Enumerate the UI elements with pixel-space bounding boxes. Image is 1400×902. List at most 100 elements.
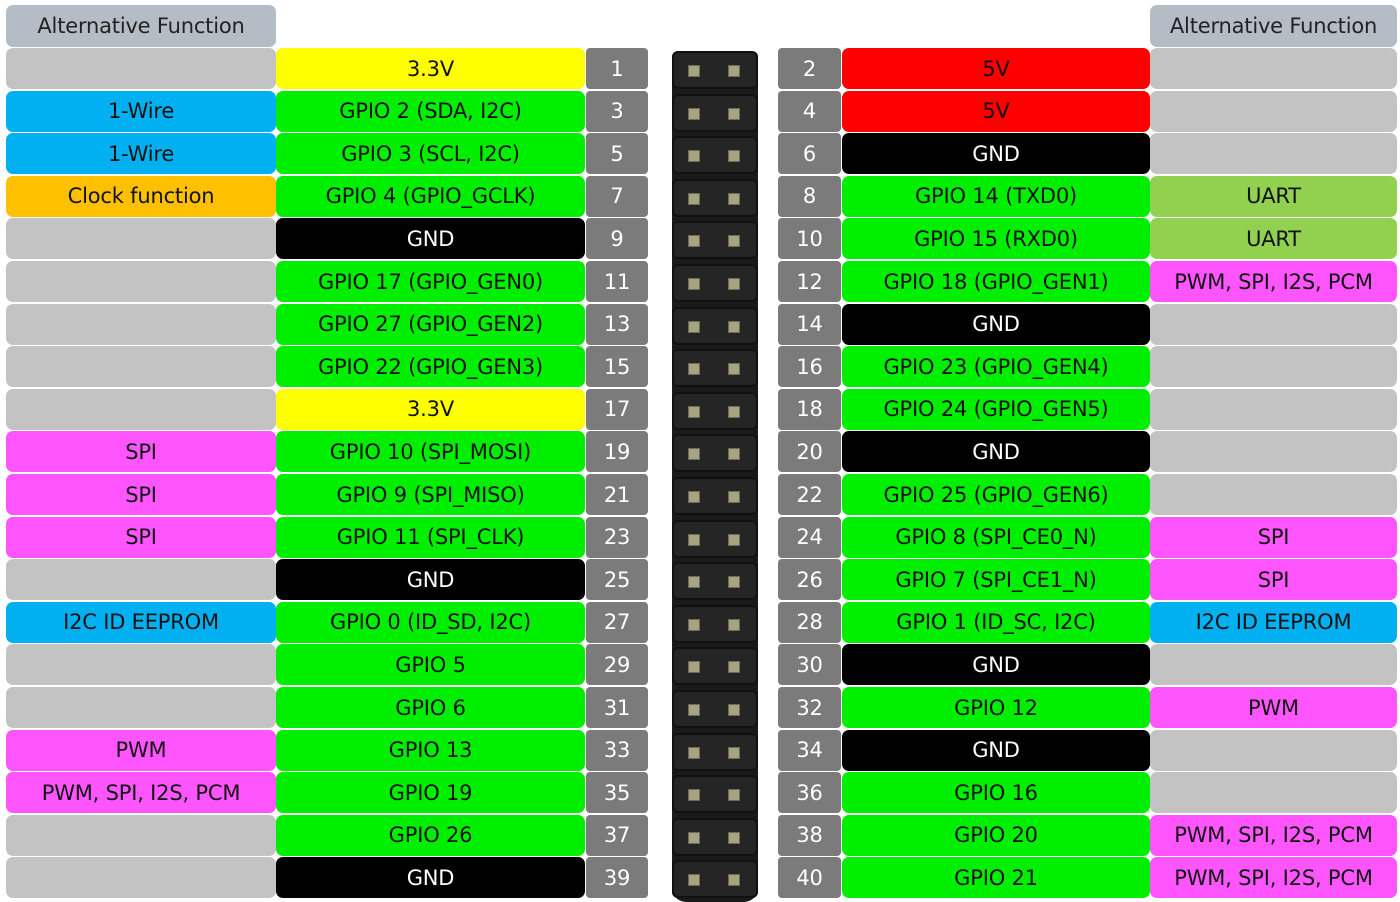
header-pin-right-icon [728, 405, 740, 418]
left-pin-number: 17 [586, 388, 648, 430]
left-pin-label: GPIO 3 (SCL, I2C) [276, 133, 585, 175]
right-alt-function: PWM, SPI, I2S, PCM [1150, 857, 1397, 899]
left-pin-number: 19 [586, 431, 648, 473]
right-alt-function [1150, 303, 1397, 345]
right-alt-function: I2C ID EEPROM [1150, 601, 1397, 643]
right-pin-number: 30 [778, 644, 841, 686]
left-pin-label: GPIO 27 (GPIO_GEN2) [276, 303, 585, 345]
connector-pin-pair [672, 519, 758, 558]
header-pin-right-icon [728, 363, 740, 376]
header-pin-left-icon [688, 874, 700, 887]
right-alt-function [1150, 133, 1397, 175]
left-pin-label: GPIO 4 (GPIO_GCLK) [276, 175, 585, 217]
header-pin-right-icon [728, 746, 740, 759]
right-alt-function: SPI [1150, 516, 1397, 558]
left-pin-label: GPIO 10 (SPI_MOSI) [276, 431, 585, 473]
connector-pin-pair [672, 178, 758, 217]
header-pin-right-icon [728, 789, 740, 802]
left-alt-function: 1-Wire [6, 133, 276, 175]
left-pin-number: 21 [586, 474, 648, 515]
right-pin-label: GPIO 15 (RXD0) [842, 218, 1150, 260]
header-pin-right-icon [728, 831, 740, 844]
left-pin-number: 27 [586, 601, 648, 643]
left-pin-number: 39 [586, 857, 648, 899]
right-pin-number: 4 [778, 90, 841, 132]
left-alt-function: PWM [6, 729, 276, 771]
header-pin-right-icon [728, 704, 740, 716]
left-pin-number: 23 [586, 516, 648, 558]
right-pin-number: 34 [778, 729, 841, 771]
right-alt-function [1150, 388, 1397, 430]
left-pin-label: GPIO 5 [276, 644, 585, 686]
header-pin-right-icon [728, 618, 740, 631]
right-pin-label: GPIO 24 (GPIO_GEN5) [842, 388, 1150, 430]
header-pin-right-icon [728, 661, 740, 674]
left-alt-function [6, 303, 276, 345]
right-alt-function: UART [1150, 175, 1397, 217]
header-pin-right-icon [728, 235, 740, 248]
header-pin-left-icon [688, 235, 700, 248]
connector-pin-pair [672, 604, 758, 643]
right-pin-number: 18 [778, 388, 841, 430]
connector-pin-pair [672, 349, 758, 388]
right-pin-number: 32 [778, 687, 841, 728]
header-pin-left-icon [688, 320, 700, 333]
header-pin-left-icon [688, 661, 700, 674]
left-pin-label: GPIO 17 (GPIO_GEN0) [276, 261, 585, 302]
right-pin-number: 40 [778, 857, 841, 899]
right-pin-label: GPIO 1 (ID_SC, I2C) [842, 601, 1150, 643]
header-pin-left-icon [688, 746, 700, 759]
connector-pin-pair [672, 647, 758, 686]
header-pin-left-icon [688, 491, 700, 503]
header-pin-right-icon [728, 320, 740, 333]
right-pin-label: GPIO 20 [842, 814, 1150, 856]
left-alt-function [6, 559, 276, 601]
header-pin-right-icon [728, 107, 740, 120]
right-pin-label: GND [842, 133, 1150, 175]
left-pin-number: 13 [586, 303, 648, 345]
right-pin-label: GPIO 8 (SPI_CE0_N) [842, 516, 1150, 558]
left-pin-label: GPIO 26 [276, 814, 585, 856]
right-alt-function [1150, 48, 1397, 89]
right-pin-label: 5V [842, 48, 1150, 89]
right-alt-function: PWM [1150, 687, 1397, 728]
right-pin-number: 2 [778, 48, 841, 89]
connector-pin-pair [672, 51, 758, 89]
header-pin-left-icon [688, 65, 700, 77]
left-pin-label: GPIO 11 (SPI_CLK) [276, 516, 585, 558]
connector-pin-pair [672, 817, 758, 856]
left-pin-number: 3 [586, 90, 648, 132]
header-pin-right-icon [728, 576, 740, 589]
right-alt-function: PWM, SPI, I2S, PCM [1150, 814, 1397, 856]
header-pin-left-icon [688, 533, 700, 546]
left-pin-label: GPIO 0 (ID_SD, I2C) [276, 601, 585, 643]
right-pin-number: 36 [778, 772, 841, 814]
right-pin-label: GPIO 14 (TXD0) [842, 175, 1150, 217]
header-pin-left-icon [688, 704, 700, 716]
right-pin-number: 20 [778, 431, 841, 473]
left-pin-label: GND [276, 559, 585, 601]
connector-pin-pair [672, 775, 758, 814]
header-pin-left-icon [688, 192, 700, 205]
right-alt-function [1150, 772, 1397, 814]
connector-pin-pair [672, 732, 758, 771]
left-pin-number: 1 [586, 48, 648, 89]
right-alt-function [1150, 729, 1397, 771]
connector-pin-pair [672, 391, 758, 430]
left-alt-function [6, 48, 276, 89]
right-alt-function: SPI [1150, 559, 1397, 601]
header-pin-left-icon [688, 150, 700, 163]
connector-pin-pair [672, 136, 758, 175]
left-alt-function [6, 388, 276, 430]
right-pin-label: 5V [842, 90, 1150, 132]
header-pin-left-icon [688, 831, 700, 844]
right-alt-function [1150, 431, 1397, 473]
right-pin-number: 24 [778, 516, 841, 558]
header-pin-left-icon [688, 789, 700, 802]
left-alt-function: PWM, SPI, I2S, PCM [6, 772, 276, 814]
right-alt-function [1150, 474, 1397, 515]
left-pin-number: 37 [586, 814, 648, 856]
left-alt-function [6, 346, 276, 388]
header-pin-left-icon [688, 448, 700, 461]
